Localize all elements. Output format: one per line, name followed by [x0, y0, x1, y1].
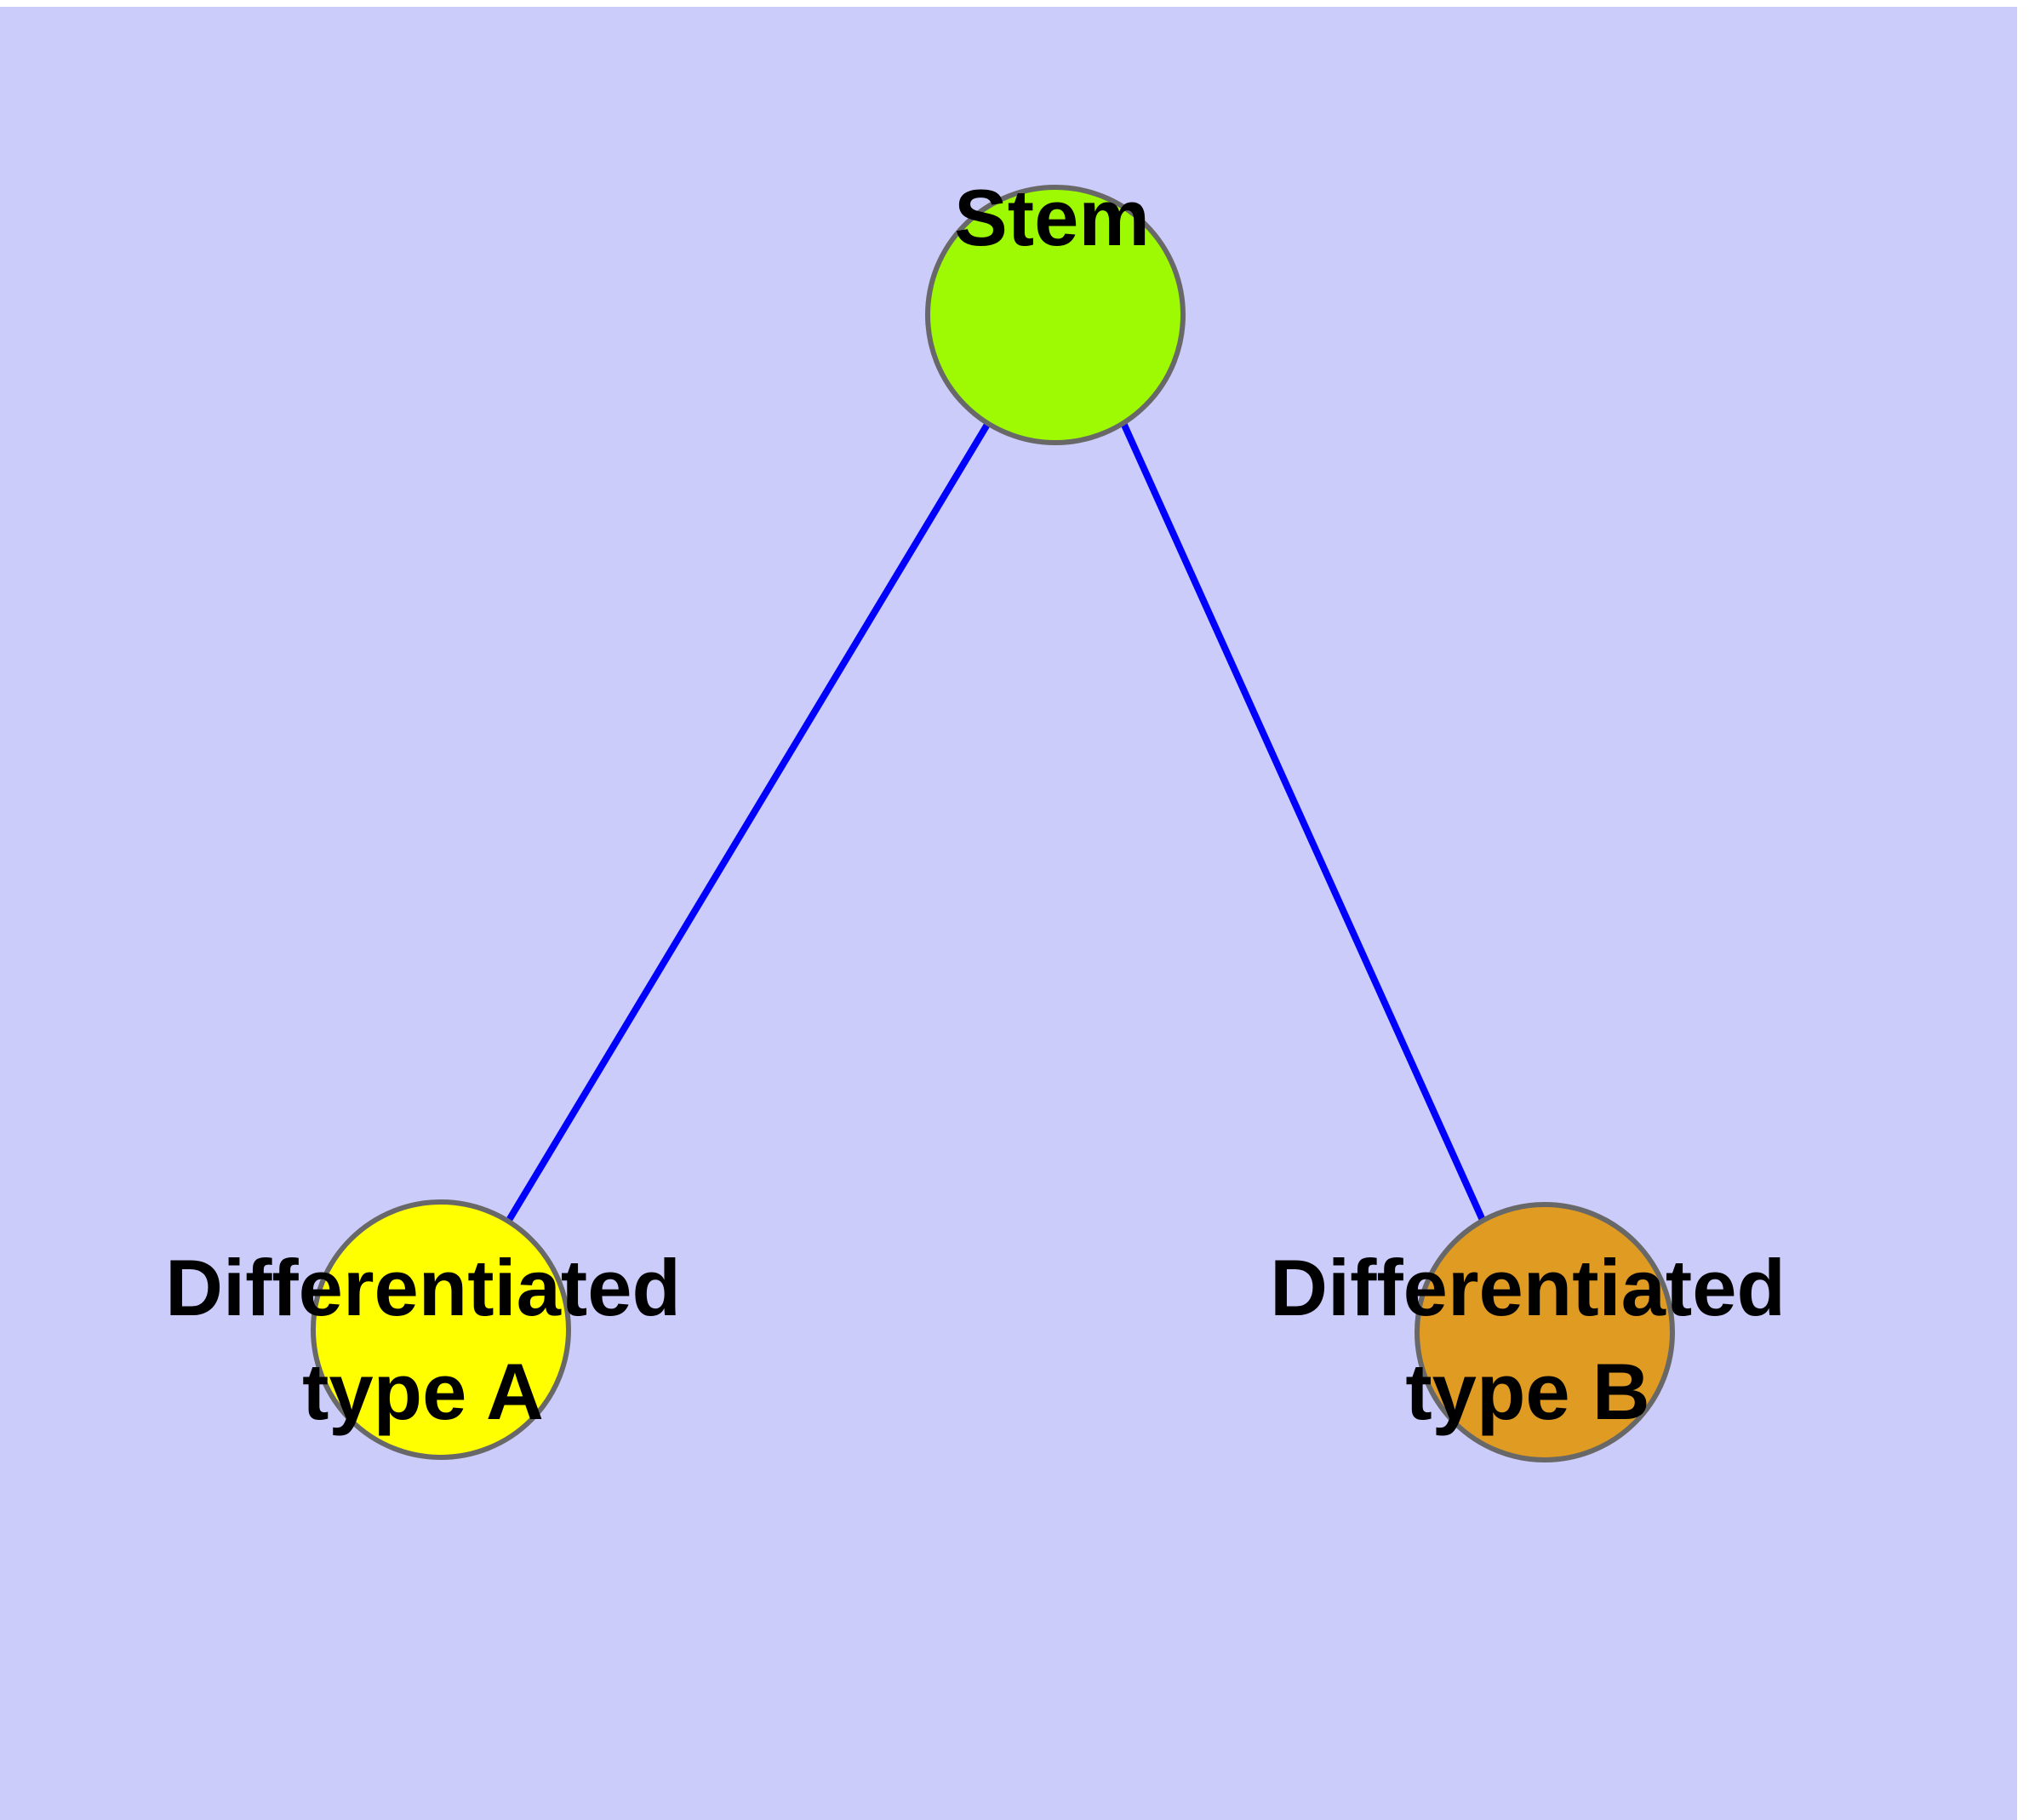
- node-stem-label-line1: Stem: [954, 173, 1150, 262]
- node-differentiated-type-b-label-line2: type B: [1405, 1347, 1649, 1436]
- node-stem[interactable]: Stem: [925, 173, 1186, 445]
- node-differentiated-type-a-circle[interactable]: [311, 1199, 571, 1460]
- node-differentiated-type-a-label-line1: Differentiated: [165, 1243, 681, 1332]
- node-differentiated-type-a[interactable]: [311, 1199, 571, 1460]
- node-stem-circle[interactable]: [925, 185, 1186, 445]
- node-differentiated-type-b-circle[interactable]: [1415, 1202, 1675, 1462]
- edge-stem-to-differentiated-type-b[interactable]: [1120, 421, 1489, 1228]
- edge-stem-to-differentiated-type-a[interactable]: [505, 421, 992, 1224]
- node-differentiated-type-a-label-line2: type A: [302, 1347, 544, 1436]
- edge-layer: [505, 421, 1489, 1228]
- node-differentiated-type-b-label-line1: Differentiated: [1270, 1243, 1786, 1332]
- node-label-layer: Differentiated type A Differentiated typ…: [165, 1243, 1786, 1436]
- node-differentiated-type-b[interactable]: [1415, 1202, 1675, 1462]
